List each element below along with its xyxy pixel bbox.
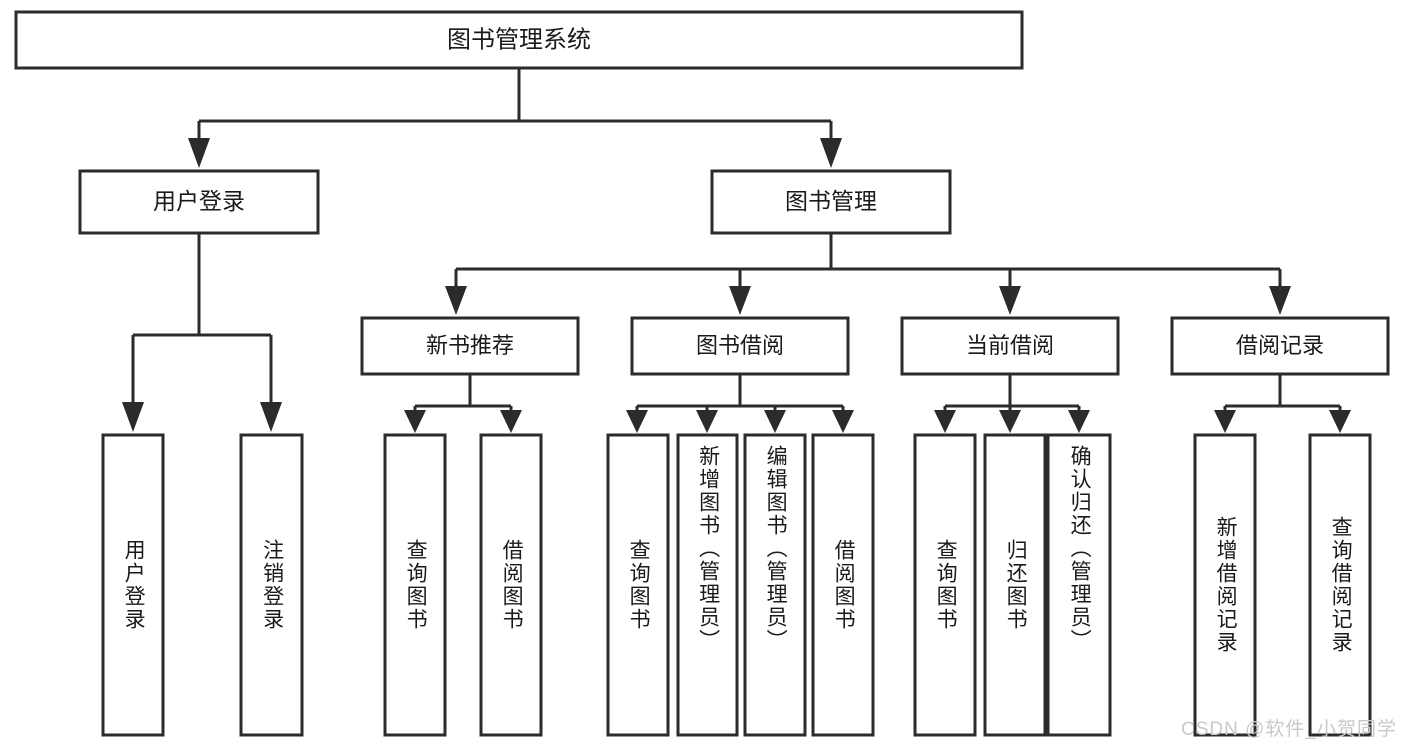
node-book-borrow-label: 图书借阅	[696, 333, 784, 358]
node-book-manage-label: 图书管理	[785, 188, 877, 214]
arrow-head-icon	[999, 410, 1021, 433]
node-user-login-label: 用户登录	[153, 188, 245, 214]
node-leaf-return-book[interactable]	[983, 433, 1047, 737]
node-book-borrow[interactable]: 图书借阅	[630, 316, 850, 376]
node-new-book-recommend[interactable]: 新书推荐	[360, 316, 580, 376]
node-borrow-records-label: 借阅记录	[1236, 333, 1324, 358]
arrow-head-icon	[1214, 410, 1236, 433]
arrow-head-icon	[764, 410, 786, 433]
arrow-head-icon	[188, 138, 210, 168]
arrow-head-icon	[696, 410, 718, 433]
node-leaf-user-login[interactable]	[101, 433, 165, 737]
node-current-borrow-label: 当前借阅	[966, 333, 1054, 358]
node-leaf-query-record[interactable]	[1308, 433, 1372, 737]
connector-userlogin-to-leaves	[122, 233, 282, 432]
leaf-boxes	[101, 433, 1372, 737]
arrow-head-icon	[832, 410, 854, 433]
arrow-head-icon	[122, 402, 144, 432]
csdn-watermark: CSDN @软件_小贺同学	[1181, 719, 1397, 740]
arrow-head-icon	[1269, 286, 1291, 315]
node-user-login[interactable]: 用户登录	[78, 169, 320, 235]
connector-root-to-level1	[188, 68, 842, 168]
node-current-borrow[interactable]: 当前借阅	[900, 316, 1120, 376]
connector-currentborrow-to-leaves	[934, 374, 1090, 433]
arrow-head-icon	[729, 286, 751, 315]
arrow-head-icon	[626, 410, 648, 433]
node-leaf-logout[interactable]	[239, 433, 304, 737]
node-leaf-borrow-book-1[interactable]	[479, 433, 543, 737]
node-leaf-borrow-book-2[interactable]	[811, 433, 875, 737]
arrow-head-icon	[1068, 410, 1090, 433]
arrow-head-icon	[999, 286, 1021, 315]
arrow-head-icon	[260, 402, 282, 432]
node-leaf-query-book-3[interactable]	[913, 433, 977, 737]
node-leaf-query-book-2[interactable]	[606, 433, 670, 737]
arrow-head-icon	[404, 410, 426, 433]
node-root-label: 图书管理系统	[447, 26, 591, 53]
arrow-head-icon	[445, 286, 467, 315]
arrow-head-icon	[934, 410, 956, 433]
node-new-book-recommend-label: 新书推荐	[426, 333, 514, 358]
node-leaf-query-book-1[interactable]	[383, 433, 447, 737]
connector-bookmanage-to-level2	[445, 233, 1291, 315]
arrow-head-icon	[820, 138, 842, 168]
node-leaf-confirm-return[interactable]	[1046, 433, 1112, 737]
node-leaf-edit-book[interactable]	[743, 433, 807, 737]
node-borrow-records[interactable]: 借阅记录	[1170, 316, 1390, 376]
connector-newbook-to-leaves	[404, 374, 522, 433]
connector-bookborrow-to-leaves	[626, 374, 854, 433]
node-book-manage[interactable]: 图书管理	[710, 169, 952, 235]
connector-borrowrecords-to-leaves	[1214, 374, 1351, 433]
arrow-head-icon	[500, 410, 522, 433]
node-root[interactable]: 图书管理系统	[14, 10, 1024, 70]
arrow-head-icon	[1329, 410, 1351, 433]
node-leaf-add-record[interactable]	[1193, 433, 1257, 737]
node-leaf-add-book[interactable]	[676, 433, 739, 737]
